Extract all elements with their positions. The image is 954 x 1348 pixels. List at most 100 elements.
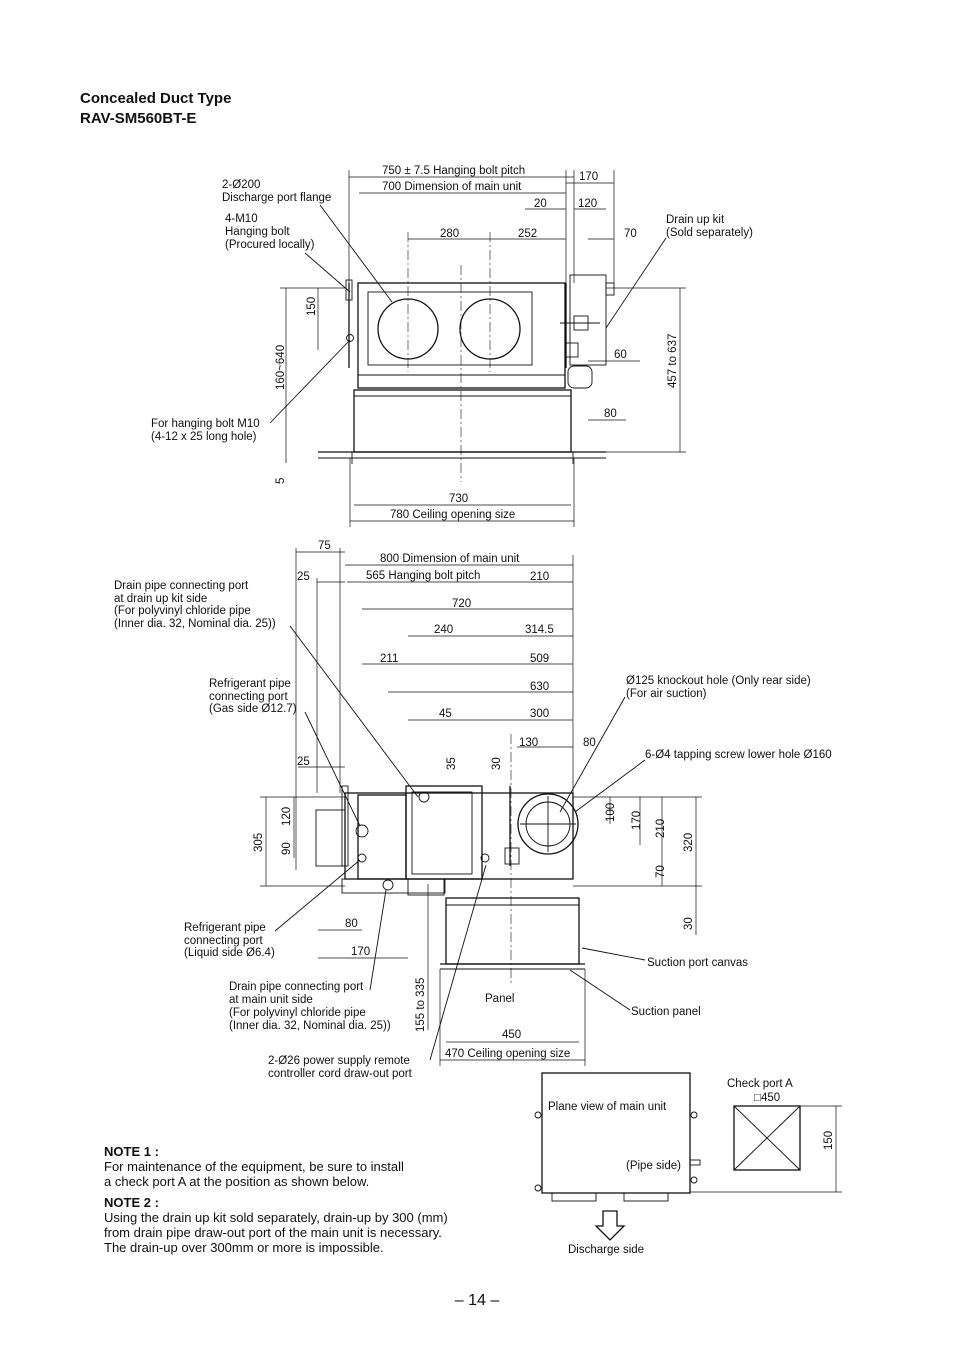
dim-130: 130 bbox=[519, 737, 538, 749]
dim-457-637: 457 to 637 bbox=[667, 334, 679, 388]
dim-80-right: 80 bbox=[583, 737, 596, 749]
label-liquid-size: (Liquid side Ø6.4) bbox=[184, 947, 275, 959]
dim-side-main-unit: 800 Dimension of main unit bbox=[380, 553, 520, 565]
dim-211: 211 bbox=[380, 653, 398, 665]
label-sold-separately: (Sold separately) bbox=[666, 227, 753, 239]
label-gas-size: (Gas side Ø12.7) bbox=[209, 703, 297, 715]
dim-160-640: 160~640 bbox=[275, 345, 287, 390]
dim-730: 730 bbox=[449, 493, 468, 505]
dim-314-5: 314.5 bbox=[525, 624, 554, 636]
dim-60: 60 bbox=[614, 349, 627, 361]
dim-252: 252 bbox=[518, 228, 537, 240]
note1-line2: a check port A at the position as shown … bbox=[104, 1174, 370, 1189]
dim-120-vertical: 120 bbox=[281, 807, 293, 826]
label-check-port-size: □450 bbox=[754, 1092, 780, 1104]
note1-heading: NOTE 1 : bbox=[104, 1144, 159, 1159]
dim-hanging-bolt-pitch: 750 ± 7.5 Hanging bolt pitch bbox=[382, 165, 525, 177]
label-drain-kit-side: at drain up kit side bbox=[114, 593, 207, 605]
dim-90: 90 bbox=[281, 842, 293, 855]
note2-line3: The drain-up over 300mm or more is impos… bbox=[104, 1240, 384, 1255]
note1-line1: For maintenance of the equipment, be sur… bbox=[104, 1159, 404, 1174]
side-view-drawing bbox=[260, 548, 702, 1066]
label-liquid-refrigerant: Refrigerant pipe bbox=[184, 922, 266, 934]
label-check-port: Check port A bbox=[727, 1078, 793, 1090]
dim-30-bottom: 30 bbox=[683, 917, 695, 930]
note2-heading: NOTE 2 : bbox=[104, 1195, 159, 1210]
dim-plane-150: 150 bbox=[823, 1131, 835, 1150]
dim-35: 35 bbox=[446, 757, 458, 770]
dim-150: 150 bbox=[306, 297, 318, 316]
dim-70: 70 bbox=[624, 228, 637, 240]
dim-170: 170 bbox=[579, 171, 598, 183]
label-drain-kit-pvc: (For polyvinyl chloride pipe bbox=[114, 605, 251, 617]
label-drain-kit-dia: (Inner dia. 32, Nominal dia. 25)) bbox=[114, 618, 276, 630]
dim-side-ceiling-opening: 470 Ceiling opening size bbox=[445, 1048, 570, 1060]
label-pipe-side: (Pipe side) bbox=[626, 1160, 681, 1172]
label-air-suction: (For air suction) bbox=[626, 688, 707, 700]
dim-ceiling-opening: 780 Ceiling opening size bbox=[390, 509, 515, 521]
dim-305: 305 bbox=[253, 833, 265, 852]
label-drain-main-side: at main unit side bbox=[229, 994, 313, 1006]
dim-320: 320 bbox=[683, 833, 695, 852]
dim-170-vertical: 170 bbox=[631, 811, 643, 830]
model-number: RAV-SM560BT-E bbox=[80, 110, 197, 127]
dim-30-top: 30 bbox=[491, 757, 503, 770]
label-discharge-flange-count: 2-Ø200 bbox=[222, 179, 260, 191]
label-plane-view: Plane view of main unit bbox=[548, 1101, 667, 1113]
label-procured-locally: (Procured locally) bbox=[225, 239, 315, 251]
dim-25-top: 25 bbox=[297, 571, 310, 583]
label-hanging-bolt: Hanging bolt bbox=[225, 226, 290, 238]
label-power-cord-port: controller cord draw-out port bbox=[268, 1068, 413, 1080]
label-bolt-hole-size: (4-12 x 25 long hole) bbox=[151, 431, 257, 443]
dim-80: 80 bbox=[604, 408, 617, 420]
label-panel: Panel bbox=[485, 993, 514, 1005]
dim-280: 280 bbox=[440, 228, 459, 240]
label-suction-canvas: Suction port canvas bbox=[647, 957, 748, 969]
label-hanging-bolt-size: 4-M10 bbox=[225, 213, 258, 225]
dim-100: 100 bbox=[605, 803, 617, 822]
label-discharge-side: Discharge side bbox=[568, 1244, 644, 1256]
plane-view-drawing bbox=[534, 1072, 842, 1241]
note2-line1: Using the drain up kit sold separately, … bbox=[104, 1210, 448, 1225]
label-drain-main-pvc: (For polyvinyl chloride pipe bbox=[229, 1007, 366, 1019]
dim-630: 630 bbox=[530, 681, 549, 693]
page-title: Concealed Duct Type bbox=[80, 90, 232, 107]
note2-line2: from drain pipe draw-out port of the mai… bbox=[104, 1225, 442, 1240]
dim-240: 240 bbox=[434, 624, 453, 636]
notes-section: NOTE 1 : For maintenance of the equipmen… bbox=[104, 1144, 524, 1255]
dim-75: 75 bbox=[318, 540, 331, 552]
label-suction-panel: Suction panel bbox=[631, 1006, 701, 1018]
label-drain-up-kit: Drain up kit bbox=[666, 214, 725, 226]
dim-509: 509 bbox=[530, 653, 549, 665]
label-bolt-hole: For hanging bolt M10 bbox=[151, 418, 260, 430]
label-tapping-screw: 6-Ø4 tapping screw lower hole Ø160 bbox=[645, 749, 832, 761]
page-number: – 14 – bbox=[454, 1292, 500, 1309]
dim-450: 450 bbox=[502, 1029, 521, 1041]
label-drain-main-port: Drain pipe connecting port bbox=[229, 981, 364, 993]
label-knockout-hole: Ø125 knockout hole (Only rear side) bbox=[626, 675, 811, 687]
dim-45: 45 bbox=[439, 708, 452, 720]
label-gas-refrigerant: Refrigerant pipe bbox=[209, 678, 291, 690]
dim-25-left: 25 bbox=[297, 756, 310, 768]
top-view-drawing bbox=[269, 170, 686, 527]
label-power-cord: 2-Ø26 power supply remote bbox=[268, 1055, 410, 1067]
dim-side-hanging-bolt: 565 Hanging bolt pitch bbox=[366, 570, 480, 582]
dim-80-bottom: 80 bbox=[345, 918, 358, 930]
dim-5: 5 bbox=[275, 478, 287, 484]
dim-120: 120 bbox=[578, 198, 597, 210]
dim-300: 300 bbox=[530, 708, 549, 720]
label-gas-port: connecting port bbox=[209, 691, 288, 703]
dim-720: 720 bbox=[452, 598, 471, 610]
dim-170-horizontal: 170 bbox=[351, 946, 370, 958]
dim-155-335: 155 to 335 bbox=[415, 978, 427, 1032]
dim-70-vertical: 70 bbox=[655, 865, 667, 878]
dim-20: 20 bbox=[534, 198, 547, 210]
label-discharge-flange: Discharge port flange bbox=[222, 192, 331, 204]
label-drain-main-dia: (Inner dia. 32, Nominal dia. 25)) bbox=[229, 1020, 391, 1032]
label-drain-kit-side-port: Drain pipe connecting port bbox=[114, 580, 249, 592]
dim-main-unit-width: 700 Dimension of main unit bbox=[382, 181, 522, 193]
dim-210-vertical: 210 bbox=[655, 819, 667, 838]
label-liquid-port: connecting port bbox=[184, 935, 263, 947]
dim-210: 210 bbox=[530, 571, 549, 583]
